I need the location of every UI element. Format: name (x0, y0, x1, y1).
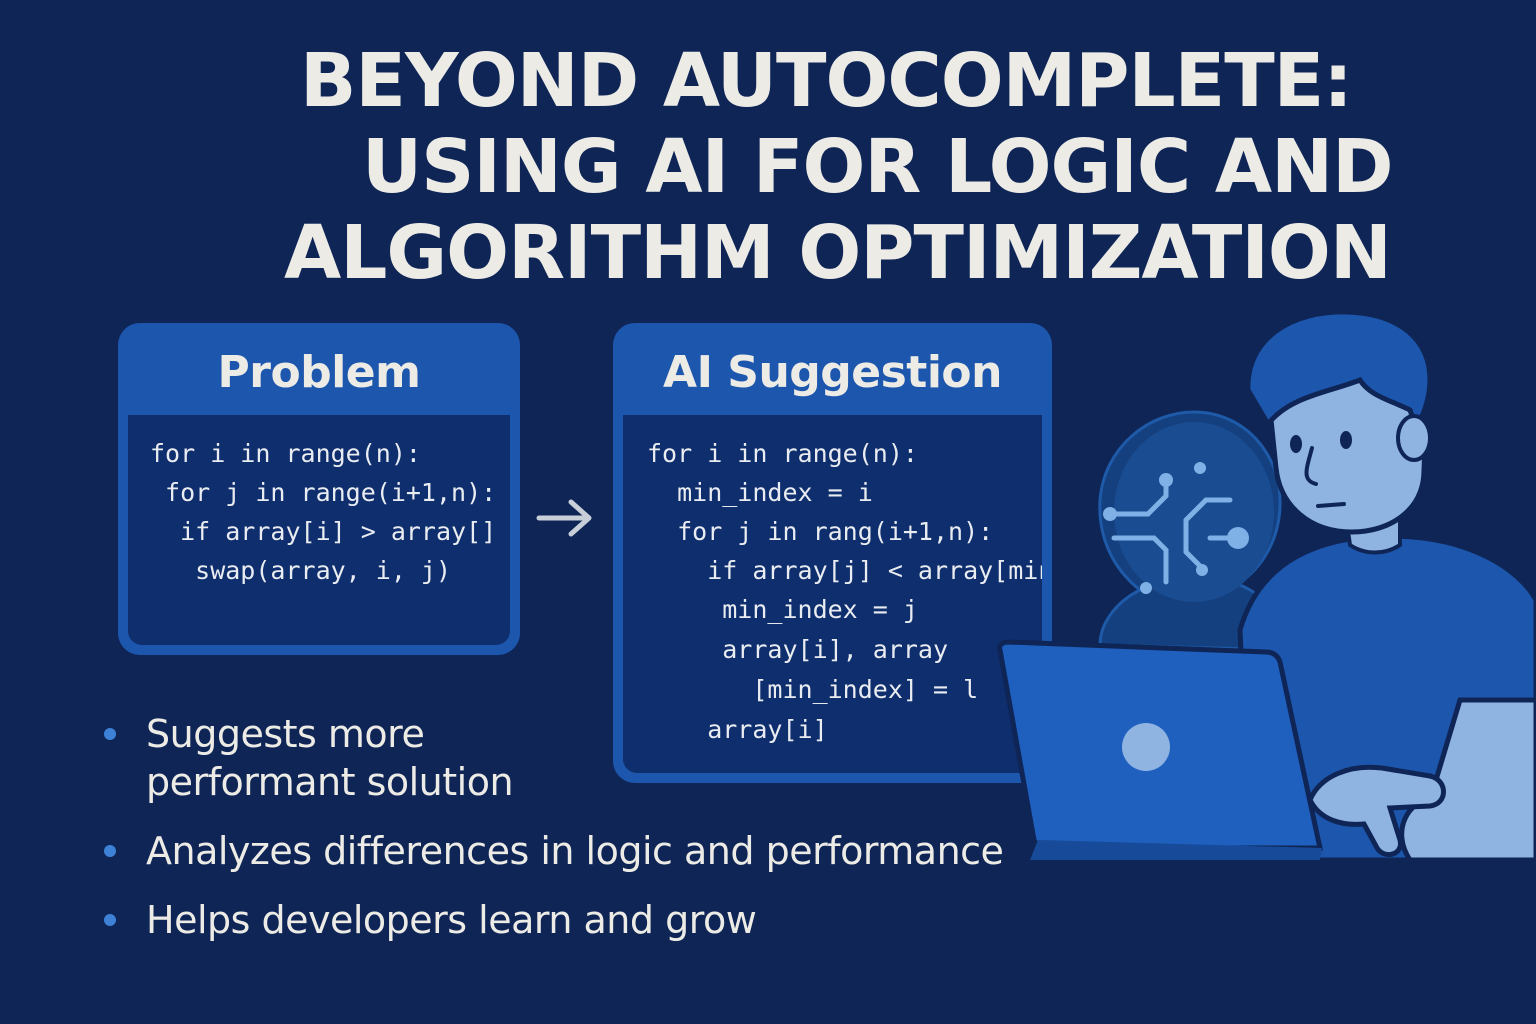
code-line: for j in rang(i+1,n): (647, 517, 994, 546)
code-line: if array[i] > array[] (150, 517, 497, 546)
code-line: swap(array, i, j) (150, 556, 452, 585)
code-line: min_index = i (647, 478, 873, 507)
problem-card-heading: Problem (217, 347, 421, 398)
problem-code-block: for i in range(n): for j in range(i+1,n)… (128, 415, 510, 645)
developer-person-icon (1237, 309, 1536, 860)
problem-card: Problem for i in range(n): for j in rang… (118, 323, 520, 655)
ai-circuit-head-icon (1098, 410, 1292, 652)
list-item-text: Analyzes differences in logic and perfor… (146, 829, 1004, 873)
arrow-right-icon (536, 499, 592, 537)
bullet-dot-icon (104, 845, 116, 857)
code-line: array[i] (647, 715, 828, 744)
title-line-2: USING AI FOR LOGIC AND (362, 124, 1394, 210)
code-line: array[i], array (647, 635, 949, 664)
code-line: for i in range(n): (647, 439, 918, 468)
bullet-dot-icon (104, 914, 116, 926)
code-line: for i in range(n): (150, 439, 421, 468)
bullet-dot-icon (104, 728, 116, 740)
code-line: if array[j] < array[min_ (647, 556, 1042, 585)
developer-illustration (997, 309, 1536, 860)
ai-suggestion-card: AI Suggestion for i in range(n): min_ind… (613, 323, 1052, 783)
title-line-1: BEYOND AUTOCOMPLETE: (300, 38, 1353, 124)
hand-icon (1307, 764, 1446, 857)
code-line: for j in range(i+1,n): (150, 478, 497, 507)
list-item-text: Helps developers learn and grow (146, 898, 757, 942)
ai-code-block: for i in range(n): min_index = i for j i… (623, 415, 1042, 773)
code-line: min_index = j (647, 595, 918, 624)
list-item-text: Suggests more performant solution (146, 710, 514, 806)
code-line: [min_index] = l (647, 675, 979, 704)
laptop-icon (997, 639, 1324, 860)
ai-suggestion-heading: AI Suggestion (663, 347, 1002, 398)
title-line-3: ALGORITHM OPTIMIZATION (284, 210, 1392, 296)
list-item-text-line: performant solution (146, 760, 514, 804)
list-item-text-line: Suggests more (146, 712, 425, 756)
page-title: BEYOND AUTOCOMPLETE: USING AI FOR LOGIC … (0, 38, 1536, 296)
